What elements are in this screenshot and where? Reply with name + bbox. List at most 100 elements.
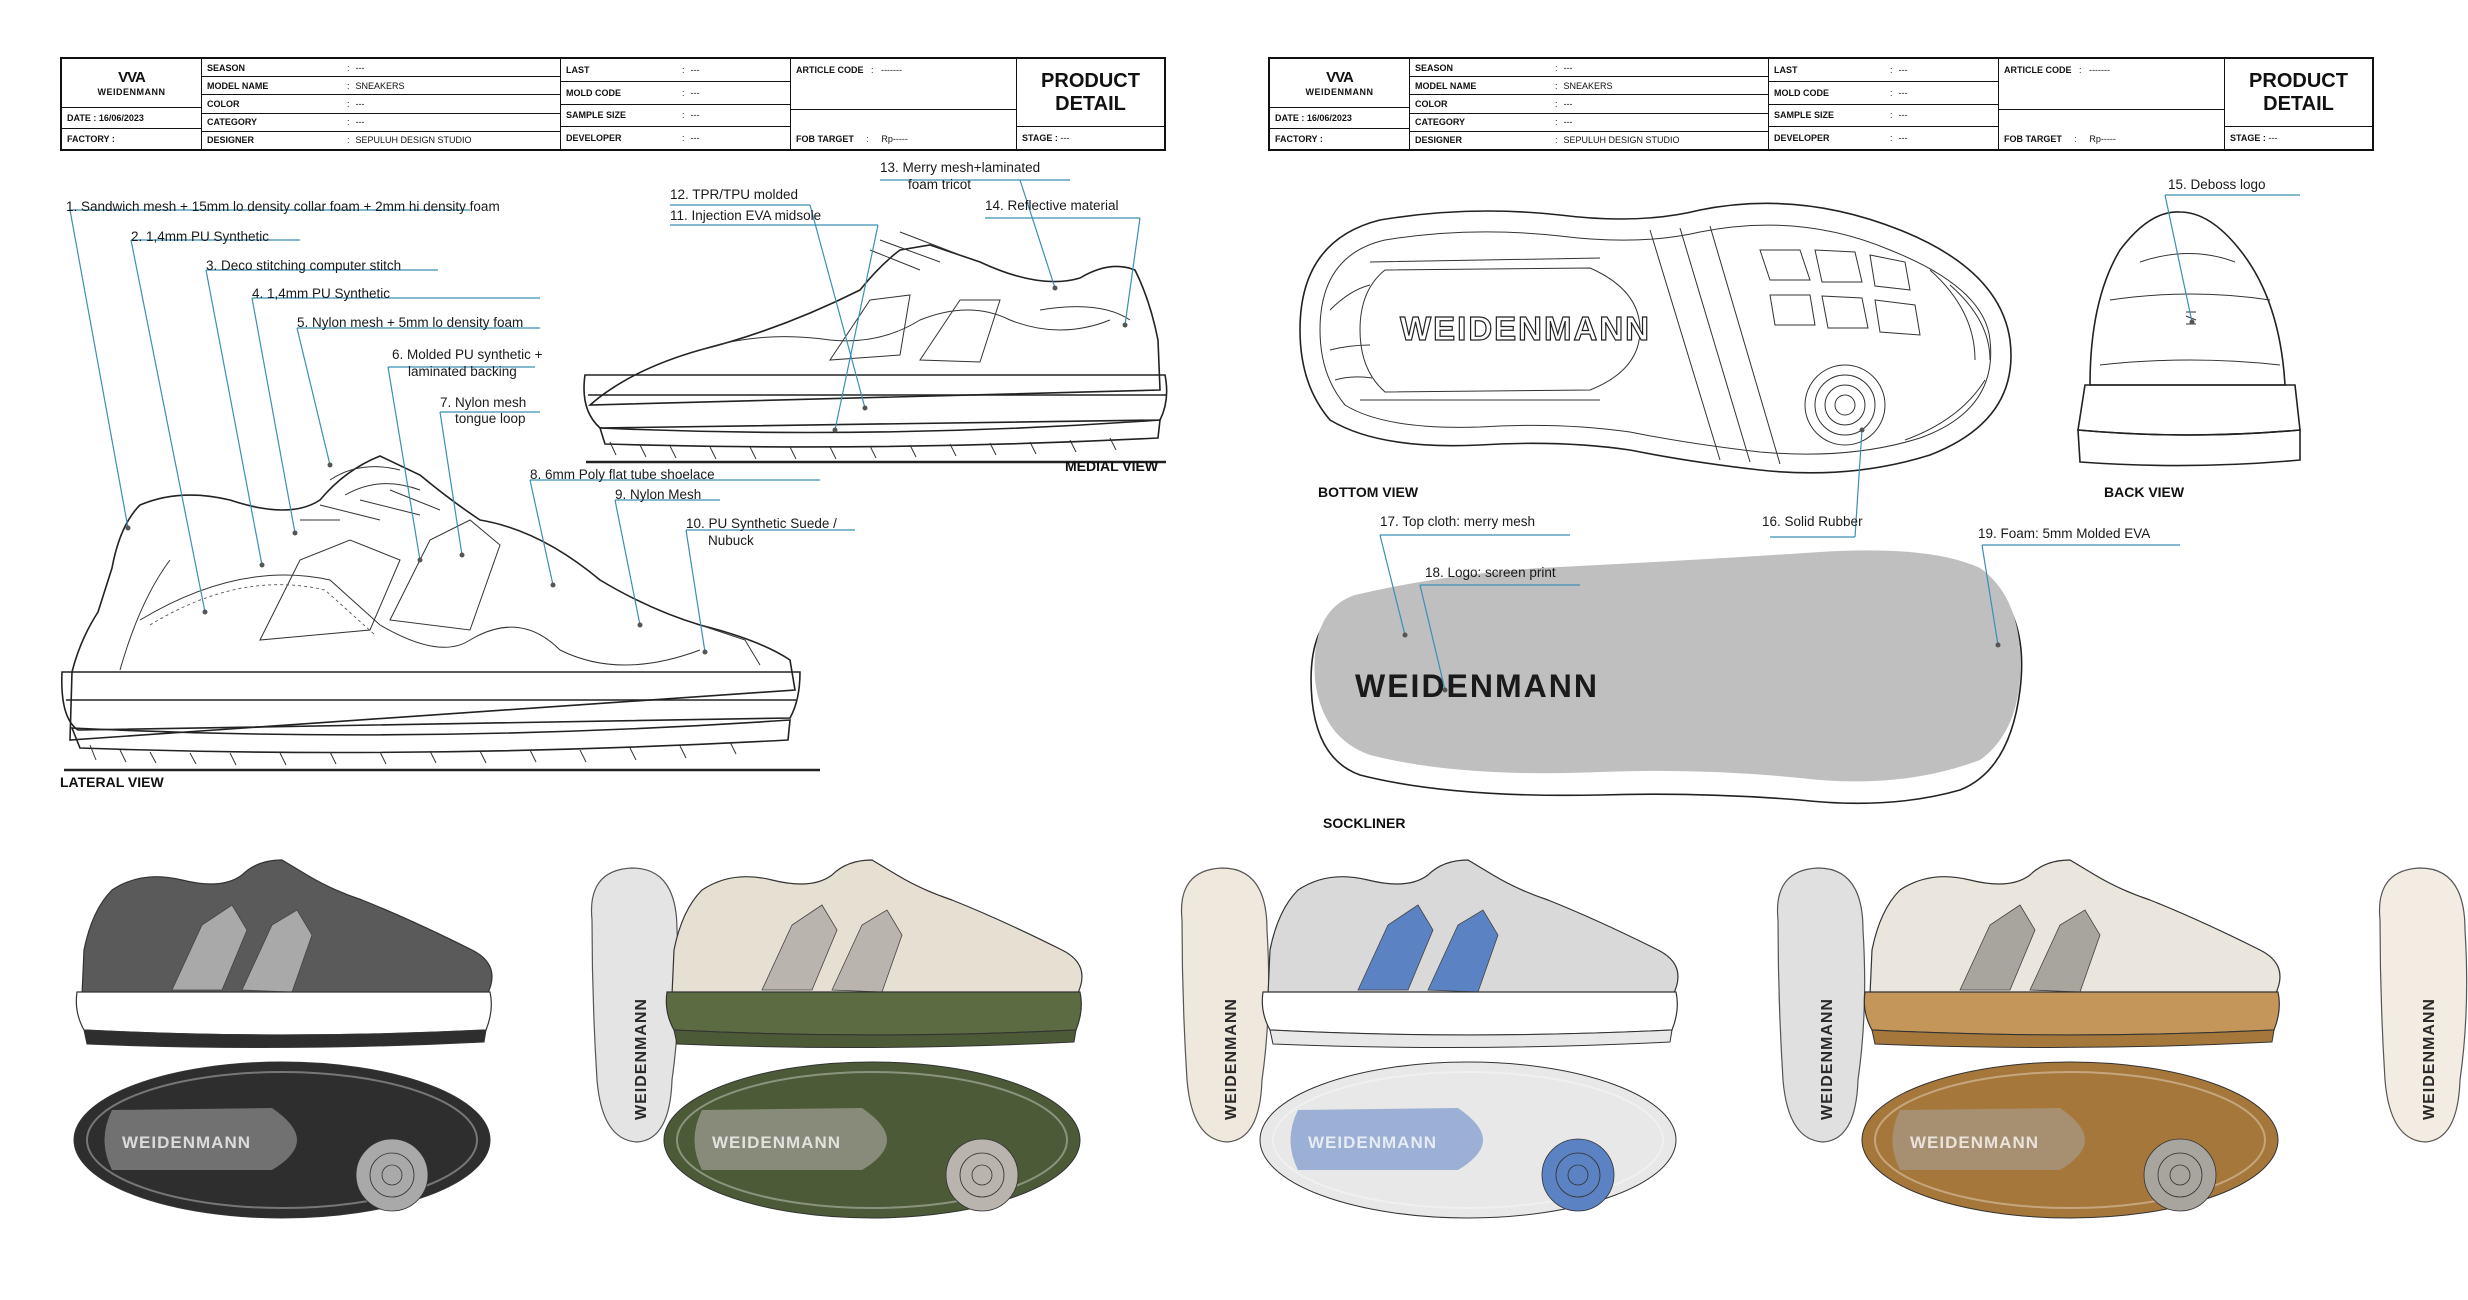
factory-field: FACTORY : bbox=[67, 134, 115, 144]
colorway-outsole-logo: WEIDENMANN bbox=[712, 1133, 841, 1152]
colorway-outsole-pivot-ring bbox=[1555, 1152, 1601, 1198]
colorway-outsole: WEIDENMANN bbox=[73, 1061, 491, 1219]
callout-16: 16. Solid Rubber bbox=[1762, 514, 1863, 529]
brand-logo: VVA WEIDENMANN bbox=[1270, 59, 1409, 108]
callout-8: 8. 6mm Poly flat tube shoelace bbox=[530, 467, 715, 482]
fob-target-field: FOB TARGET : Rp----- bbox=[796, 134, 908, 144]
callout-7-line2: tongue loop bbox=[455, 411, 526, 426]
colorway-outsole-pivot-ring bbox=[959, 1152, 1005, 1198]
callout-13-line2: foam tricot bbox=[908, 177, 972, 192]
colorway-outsole-logo: WEIDENMANN bbox=[1308, 1133, 1437, 1152]
callout-5: 5. Nylon mesh + 5mm lo density foam bbox=[297, 315, 524, 330]
development-fields: LAST:--- MOLD CODE:--- SAMPLE SIZE:--- D… bbox=[1769, 59, 1999, 149]
colorway-outsole-pivot bbox=[355, 1138, 429, 1212]
colorway-renders: WEIDENMANNWEIDENMANNWEIDENMANNWEIDENMANN… bbox=[73, 859, 2468, 1219]
colorway-insole-logo: WEIDENMANN bbox=[2421, 998, 2438, 1120]
callout-6-line2: laminated backing bbox=[408, 364, 517, 379]
colorway-midsole bbox=[1863, 991, 2280, 1036]
product-info-fields: SEASON:--- MODEL NAME:SNEAKERS COLOR:---… bbox=[1410, 59, 1769, 149]
colorway-outsole-pivot bbox=[2143, 1138, 2217, 1212]
callout-12: 12. TPR/TPU molded bbox=[670, 187, 799, 202]
callout-14: 14. Reflective material bbox=[985, 198, 1119, 213]
colorway-side-panel bbox=[171, 904, 248, 991]
callout-19: 19. Foam: 5mm Molded EVA bbox=[1978, 526, 2151, 541]
colorway-midsole bbox=[665, 991, 1082, 1036]
article-code-field: ARTICLE CODE : ------- bbox=[1999, 59, 2224, 110]
brand-mark: VVA bbox=[1326, 69, 1354, 86]
colorway-outsole-edge bbox=[1871, 1029, 2275, 1049]
colorway-side-panel bbox=[761, 904, 838, 991]
brand-name: WEIDENMANN bbox=[97, 87, 166, 97]
callout-18: 18. Logo: screen print bbox=[1425, 565, 1556, 580]
field-last: LAST:--- bbox=[561, 59, 790, 82]
product-info-fields: SEASON:--- MODEL NAME:SNEAKERS COLOR:---… bbox=[202, 59, 561, 149]
spec-header-left: VVA WEIDENMANN DATE : 16/06/2023 FACTORY… bbox=[60, 57, 1166, 151]
brand-cell: VVA WEIDENMANN DATE : 16/06/2023 FACTORY… bbox=[62, 59, 202, 149]
callout-7-line1: 7. Nylon mesh bbox=[440, 395, 527, 410]
colorway-insole-logo: WEIDENMANN bbox=[633, 998, 650, 1120]
field-season: SEASON:--- bbox=[202, 59, 560, 78]
colorway-outsole-pivot bbox=[945, 1138, 1019, 1212]
colorway-outsole-edge bbox=[83, 1029, 487, 1049]
colorway-outsole-ridge bbox=[676, 1071, 1068, 1209]
colorway-outsole-pivot-core bbox=[2169, 1164, 2191, 1186]
callout-10-line2: Nubuck bbox=[708, 533, 754, 548]
colorway-insole-shape bbox=[1180, 867, 1270, 1143]
spec-header-right: VVA WEIDENMANN DATE : 16/06/2023 FACTORY… bbox=[1268, 57, 2374, 151]
callout-leaders bbox=[69, 179, 2300, 693]
fob-target-field: FOB TARGET : Rp----- bbox=[2004, 134, 2116, 144]
colorway-outsole-edge bbox=[673, 1029, 1077, 1049]
colorway-midsole bbox=[1261, 991, 1678, 1036]
colorway-side-view bbox=[1863, 859, 2281, 1049]
development-fields: LAST:--- MOLD CODE:--- SAMPLE SIZE:--- D… bbox=[561, 59, 791, 149]
field-mold-code: MOLD CODE:--- bbox=[1769, 82, 1998, 105]
colorway-insole-shape bbox=[2378, 867, 2468, 1143]
callout-13-line1: 13. Merry mesh+laminated bbox=[880, 160, 1041, 175]
colorway-side-panel bbox=[1357, 904, 1434, 991]
callout-15: 15. Deboss logo bbox=[2168, 177, 2266, 192]
colorway-outsole-panel bbox=[104, 1108, 297, 1170]
outsole-logo: WEIDENMANN bbox=[1400, 310, 1651, 347]
callout-9: 9. Nylon Mesh bbox=[615, 487, 702, 502]
colorway-insole: WEIDENMANN bbox=[1776, 867, 1866, 1143]
field-season: SEASON:--- bbox=[1410, 59, 1768, 78]
field-sample-size: SAMPLE SIZE:--- bbox=[1769, 105, 1998, 128]
field-sample-size: SAMPLE SIZE:--- bbox=[561, 105, 790, 128]
colorway-1: WEIDENMANN WEIDENMANN bbox=[73, 859, 680, 1219]
callout-3: 3. Deco stitching computer stitch bbox=[206, 258, 402, 273]
lateral-view-label: LATERAL VIEW bbox=[60, 774, 164, 790]
field-designer: DESIGNER:SEPULUH DESIGN STUDIO bbox=[207, 135, 472, 146]
colorway-2: WEIDENMANN WEIDENMANN bbox=[663, 859, 1270, 1219]
colorway-insole: WEIDENMANN bbox=[590, 867, 680, 1143]
colorway-outsole-panel bbox=[1892, 1108, 2085, 1170]
colorway-insole-logo: WEIDENMANN bbox=[1223, 998, 1240, 1120]
back-view-drawing bbox=[2077, 211, 2301, 467]
colorway-outsole-pivot bbox=[1541, 1138, 1615, 1212]
field-developer: DEVELOPER:--- bbox=[1774, 133, 1908, 144]
brand-name: WEIDENMANN bbox=[1305, 87, 1374, 97]
colorway-side-view bbox=[1261, 859, 1679, 1049]
field-mold-code: MOLD CODE:--- bbox=[561, 82, 790, 105]
colorway-side-view bbox=[75, 859, 493, 1049]
field-last: LAST:--- bbox=[1769, 59, 1998, 82]
callout-2: 2. 1,4mm PU Synthetic bbox=[131, 229, 270, 244]
callout-1: 1. Sandwich mesh + 15mm lo density colla… bbox=[66, 199, 500, 214]
colorway-outsole: WEIDENMANN bbox=[663, 1061, 1081, 1219]
date-field: DATE : 16/06/2023 bbox=[1270, 108, 1409, 129]
colorway-outsole-edge bbox=[1269, 1029, 1673, 1049]
colorway-outsole: WEIDENMANN bbox=[1259, 1061, 1677, 1219]
colorway-outsole-ridge bbox=[1272, 1071, 1664, 1209]
field-color: COLOR:--- bbox=[1410, 95, 1768, 114]
sockliner-logo: WEIDENMANN bbox=[1355, 668, 1599, 704]
factory-field: FACTORY : bbox=[1275, 134, 1323, 144]
article-cell: ARTICLE CODE : ------- FOB TARGET : Rp--… bbox=[1999, 59, 2225, 149]
colorway-outsole-pivot-ring bbox=[369, 1152, 415, 1198]
colorway-side-view bbox=[665, 859, 1083, 1049]
colorway-outsole-pivot-core bbox=[971, 1164, 993, 1186]
field-color: COLOR:--- bbox=[202, 95, 560, 114]
lateral-view-drawing bbox=[61, 455, 820, 772]
